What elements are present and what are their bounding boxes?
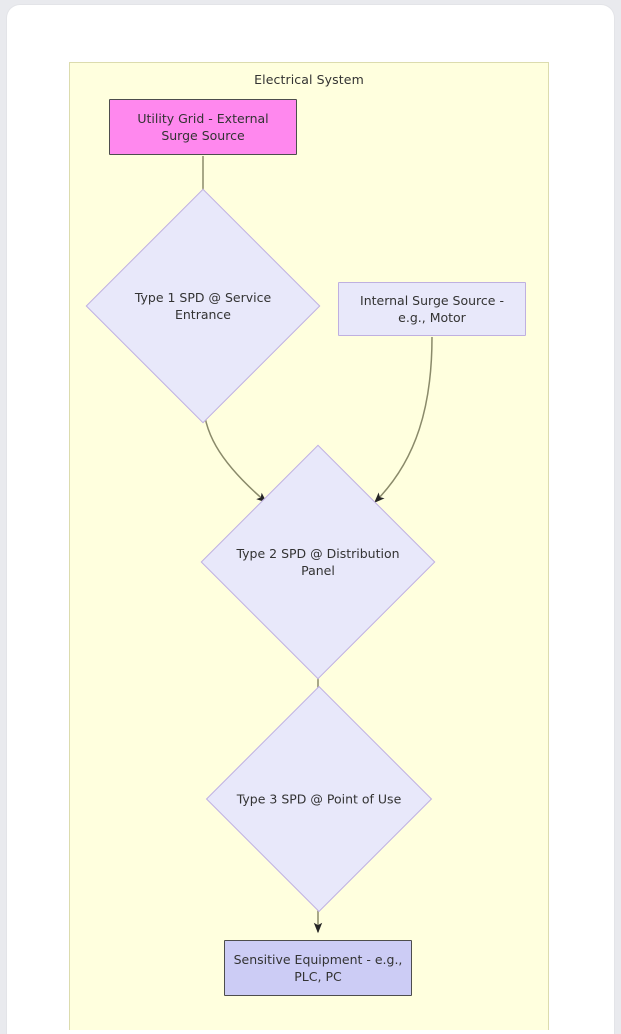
node-label-line: Type 1 SPD @ Service [134,290,272,305]
node-internal-surge-source[interactable]: Internal Surge Source - e.g., Motor [338,282,526,336]
node-label-line: Utility Grid - External [137,111,269,126]
cluster-title: Electrical System [254,72,364,87]
node-type3-spd-label: Type 3 SPD @ Point of Use [204,791,434,808]
node-type2-spd-label: Type 2 SPD @ Distribution Panel [203,545,433,579]
node-label-line: PLC, PC [294,969,342,984]
page-card: Electrical System Utility Grid - Externa [6,4,615,1034]
node-label-line: Sensitive Equipment - e.g., [233,952,403,967]
node-label-line: Surge Source [161,128,245,143]
node-label-line: Type 3 SPD @ Point of Use [236,791,402,807]
node-type2-spd[interactable]: Type 2 SPD @ Distribution Panel [200,444,436,680]
node-label-line: e.g., Motor [398,310,466,325]
node-internal-surge-source-label: Internal Surge Source - e.g., Motor [360,292,504,326]
node-label-line: Type 2 SPD @ Distribution [236,546,400,561]
node-utility-grid[interactable]: Utility Grid - External Surge Source [109,99,297,155]
node-sensitive-equipment-label: Sensitive Equipment - e.g., PLC, PC [234,951,403,985]
node-type1-spd-label: Type 1 SPD @ Service Entrance [88,289,318,323]
node-label-line: Entrance [174,307,231,322]
node-type3-spd[interactable]: Type 3 SPD @ Point of Use [205,685,433,913]
node-label-line: Internal Surge Source - [360,293,504,308]
flowchart-diagram: Electrical System Utility Grid - Externa [7,5,614,1034]
node-utility-grid-label: Utility Grid - External Surge Source [137,110,268,144]
node-sensitive-equipment[interactable]: Sensitive Equipment - e.g., PLC, PC [224,940,412,996]
node-type1-spd[interactable]: Type 1 SPD @ Service Entrance [85,188,321,424]
node-label-line: Panel [301,563,335,578]
